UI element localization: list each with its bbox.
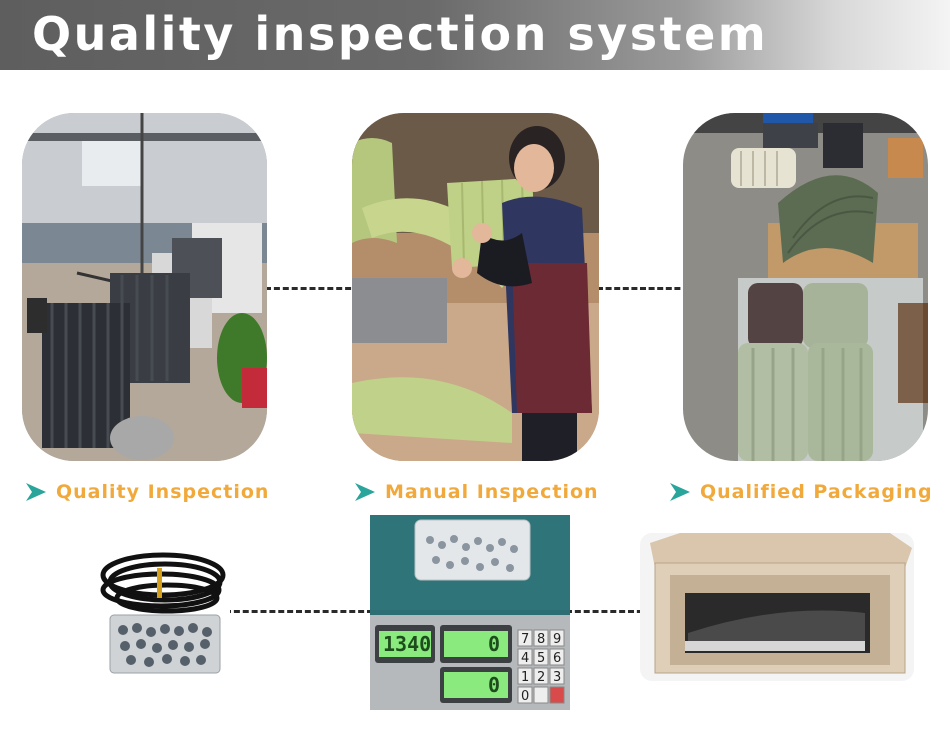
teal-arrow-icon [26,483,46,501]
step-label-text: Qualified Packaging [700,481,933,503]
scale-display-total: 0 [488,673,500,697]
scale-key: 6 [553,651,561,666]
step-label-qualified-packaging: Qualified Packaging [668,481,933,503]
step-label-text: Quality Inspection [56,481,270,503]
seal-and-bolts-photo [95,540,230,680]
teal-arrow-icon [355,483,375,501]
step-label-quality-inspection: Quality Inspection [24,481,269,503]
scale-key: 9 [553,632,561,647]
scale-display-weight: 1340 [383,632,431,656]
connector-line-2 [597,287,689,290]
quality-inspection-photo [22,113,267,461]
scale-key: 8 [537,632,545,647]
scale-key: 7 [521,632,529,647]
connector-line-1 [265,287,360,290]
step-label-text: Manual Inspection [385,481,599,503]
scale-key: 5 [537,651,545,666]
scale-key: 0 [521,689,529,704]
step-label-manual-inspection: Manual Inspection [353,481,599,503]
qualified-packaging-photo [683,113,928,461]
connector-line-3 [225,610,373,613]
scale-display-unit-price: 0 [488,632,500,656]
manual-inspection-photo [352,113,599,461]
scale-key: 2 [537,670,545,685]
scale-key: 1 [521,670,529,685]
scale-key: 3 [553,670,561,685]
scale-key: 4 [521,651,529,666]
packing-box-photo [640,533,914,681]
teal-arrow-icon [670,483,690,501]
header-banner: Quality inspection system [0,0,950,70]
page-title: Quality inspection system [32,7,769,61]
weighing-scale-photo: 1340 0 0 7 8 9 4 5 6 1 2 3 0 [370,515,570,710]
connector-line-4 [566,610,696,613]
